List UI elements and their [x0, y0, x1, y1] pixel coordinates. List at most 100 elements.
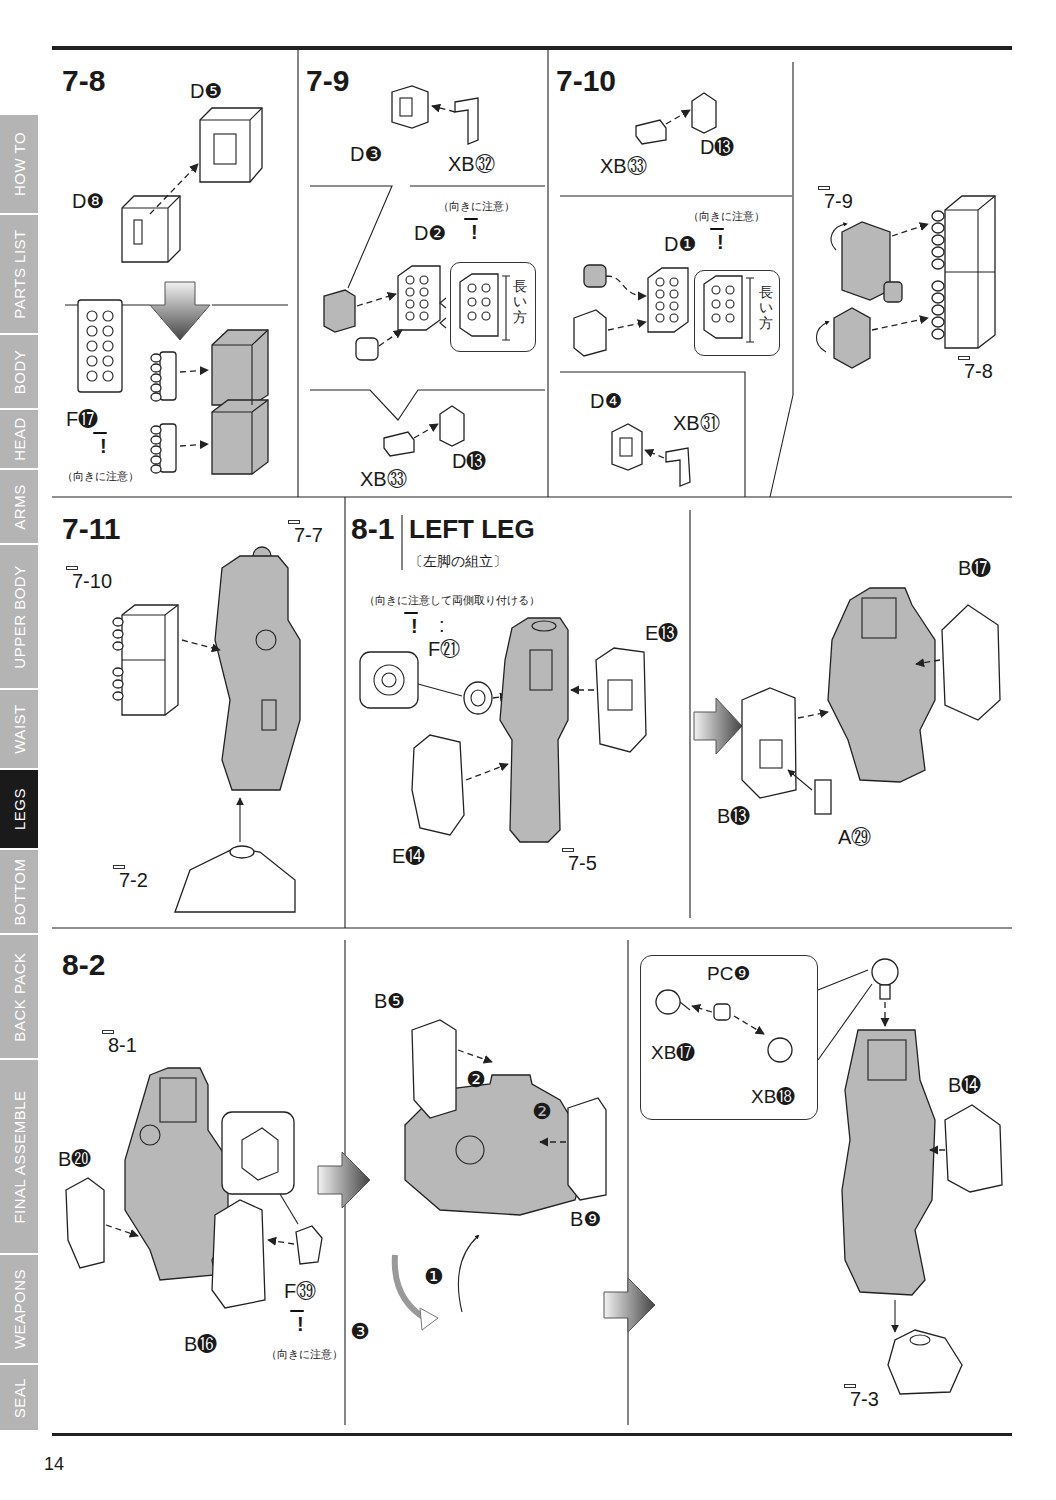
- step-7-10-art: [834, 308, 870, 368]
- step-8-1-art: [815, 780, 831, 814]
- part-label: PC❾: [707, 962, 750, 985]
- section-tab: PARTS LIST: [0, 215, 38, 335]
- step-8-2-art: [66, 1178, 104, 1268]
- tab-label: ARMS: [11, 484, 28, 529]
- step-8-2-art: [280, 1194, 298, 1224]
- step-8-2-art: [458, 1236, 478, 1312]
- step-reference-box: 7-10: [66, 566, 78, 570]
- grid-lines: [52, 46, 1012, 50]
- reference-number: 7-2: [119, 867, 148, 893]
- step-7-8-art: [212, 304, 288, 305]
- step-heading: 7-9: [306, 64, 349, 98]
- step-7-10-art: [932, 305, 944, 315]
- step-7-11-art: [113, 618, 123, 626]
- caution-icon: !: [93, 432, 107, 434]
- step-order: ❶: [424, 1265, 444, 1289]
- step-8-2-art: [894, 1300, 895, 1332]
- step-8-2-art: [140, 1125, 160, 1145]
- caution-mark: !: [297, 1311, 304, 1337]
- step-8-1-art: [382, 673, 396, 687]
- step-7-8-art: [103, 326, 113, 336]
- reference-number: 7-10: [72, 568, 112, 594]
- step-7-8-art: [200, 108, 262, 182]
- part-label: XB㉛: [673, 412, 720, 434]
- caution-note: （向きに注意）: [438, 200, 515, 212]
- step-7-10-art: [892, 224, 928, 236]
- step-8-2-art: [412, 1020, 456, 1118]
- tab-label: BACK PACK: [11, 952, 28, 1041]
- step-7-10-art: [656, 302, 664, 310]
- grid-lines: [401, 515, 402, 570]
- step-7-10-art: [884, 282, 902, 302]
- step-7-10-art: [656, 290, 664, 298]
- caution-icon: !: [710, 228, 724, 230]
- grid-lines: [627, 940, 628, 1425]
- step-7-8-art: [87, 341, 97, 351]
- caution-icon: !: [464, 218, 478, 220]
- grid-lines: [297, 50, 298, 497]
- grid-lines: [792, 62, 793, 395]
- step-8-1-art: [862, 598, 896, 638]
- step-8-1-art: [471, 690, 485, 706]
- part-label: D❷: [414, 222, 446, 244]
- step-7-10-art: [620, 438, 632, 456]
- section-tab: HEAD: [0, 410, 38, 470]
- step-8-1-art: [942, 605, 1000, 720]
- step-reference-box: 8-1: [102, 1030, 114, 1034]
- step-8-2-art: [318, 1152, 370, 1208]
- caution-mark: !: [471, 219, 478, 245]
- step-order: ❷: [466, 1068, 486, 1092]
- step-7-10-art: [932, 211, 944, 221]
- step-7-11-art: [113, 630, 123, 638]
- part-label: XB㉝: [600, 155, 647, 177]
- step-8-2-art: [734, 1016, 764, 1034]
- step-7-11-art: [175, 848, 295, 912]
- part-label: B⓮: [948, 1074, 981, 1096]
- step-7-8-art: [151, 446, 161, 454]
- step-8-2-art: [296, 1226, 322, 1264]
- caution-note: （向きに注意して両側取り付ける）: [364, 594, 540, 606]
- step-7-8-art: [103, 341, 113, 351]
- step-7-8-art: [180, 444, 208, 446]
- part-label: B⓴: [58, 1148, 91, 1170]
- section-tab: HOW TO: [0, 115, 38, 215]
- step-7-11-art: [122, 605, 178, 715]
- step-7-10-art: [842, 222, 890, 300]
- part-label: D❺: [190, 80, 222, 102]
- step-8-1-art: [374, 665, 404, 695]
- step-8-2-art: [604, 1278, 655, 1332]
- step-7-11-art: [113, 692, 123, 700]
- step-7-11-art: [113, 668, 123, 676]
- section-tab: WAIST: [0, 690, 38, 770]
- step-7-9-art: [406, 312, 414, 320]
- grid-lines: [344, 497, 345, 928]
- step-8-2-art: [458, 1050, 492, 1062]
- step-7-11-art: [256, 630, 276, 650]
- step-7-9-art: [482, 312, 490, 320]
- step-heading: 7-11: [62, 512, 120, 546]
- step-7-10-art: [670, 290, 678, 298]
- step-7-9-art: [356, 338, 378, 360]
- step-7-11-art: [122, 605, 178, 715]
- detail-callout: 長い方: [450, 262, 536, 352]
- step-heading: 〔左脚の組立〕: [409, 553, 507, 571]
- step-8-2-art: [66, 959, 1002, 1394]
- step-panel: 7-9! 長い方: [298, 50, 548, 497]
- step-reference-box: 7-7: [288, 520, 300, 524]
- step-8-1-art: [360, 588, 1000, 842]
- step-7-10-art: [932, 235, 944, 245]
- step-7-10-art: [608, 322, 646, 330]
- tab-label: HOW TO: [11, 132, 28, 196]
- section-tab: BOTTOM: [0, 850, 38, 935]
- step-7-9-art: [400, 98, 412, 116]
- reference-number: 7-9: [824, 188, 853, 214]
- tab-label: WEAPONS: [11, 1269, 28, 1349]
- step-7-8-art: [87, 326, 97, 336]
- step-7-9-art: [398, 266, 440, 330]
- step-7-8-art: [151, 436, 161, 444]
- step-8-2-art: [945, 1105, 1002, 1192]
- grid-lines: [689, 510, 690, 918]
- reference-number: 7-5: [568, 850, 597, 876]
- section-tab: FINAL ASSEMBLE: [0, 1060, 38, 1255]
